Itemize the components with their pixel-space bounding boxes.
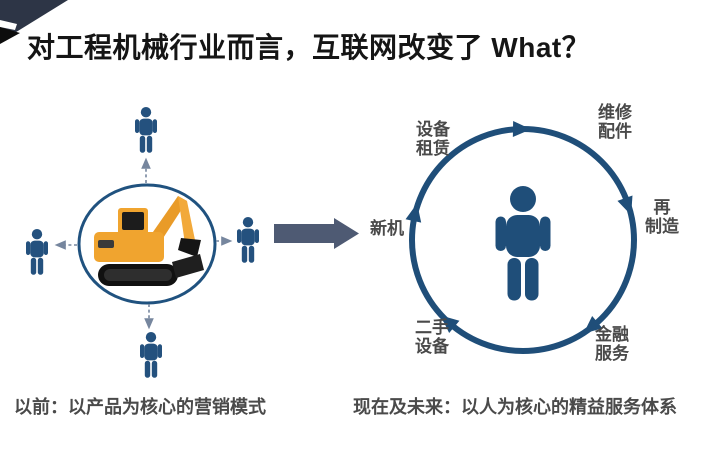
before-diagram [26, 107, 259, 378]
excavator-icon [94, 196, 204, 286]
person-icon [135, 107, 157, 153]
ring-label-repair-parts: 维修 配件 [598, 103, 632, 141]
slide-title: 对工程机械行业而言，互联网改变了 What？ [27, 32, 591, 63]
product-circle [77, 183, 217, 305]
before-caption: 以前：以产品为核心的营销模式 [14, 397, 266, 417]
person-icon [140, 332, 162, 378]
right-arrow-icon [274, 218, 359, 249]
after-caption: 现在及未来：以人为核心的精益服务体系 [353, 397, 677, 417]
after-diagram [405, 120, 637, 354]
ring-label-new-machine: 新机 [370, 219, 404, 238]
ring-label-financial-service: 金融 服务 [595, 325, 629, 363]
ring-label-used-equipment: 二手 设备 [415, 318, 449, 356]
person-icon [495, 186, 551, 301]
person-icon [237, 217, 259, 263]
person-icon [26, 229, 48, 275]
outward-dashed-arrows [54, 157, 233, 330]
cycle-arrowhead-icon [405, 120, 633, 334]
ring-label-equipment-rental: 设备 租赁 [416, 120, 450, 158]
ring-label-remanufacture: 再 制造 [645, 198, 679, 236]
corner-banner-icon [0, 0, 68, 44]
